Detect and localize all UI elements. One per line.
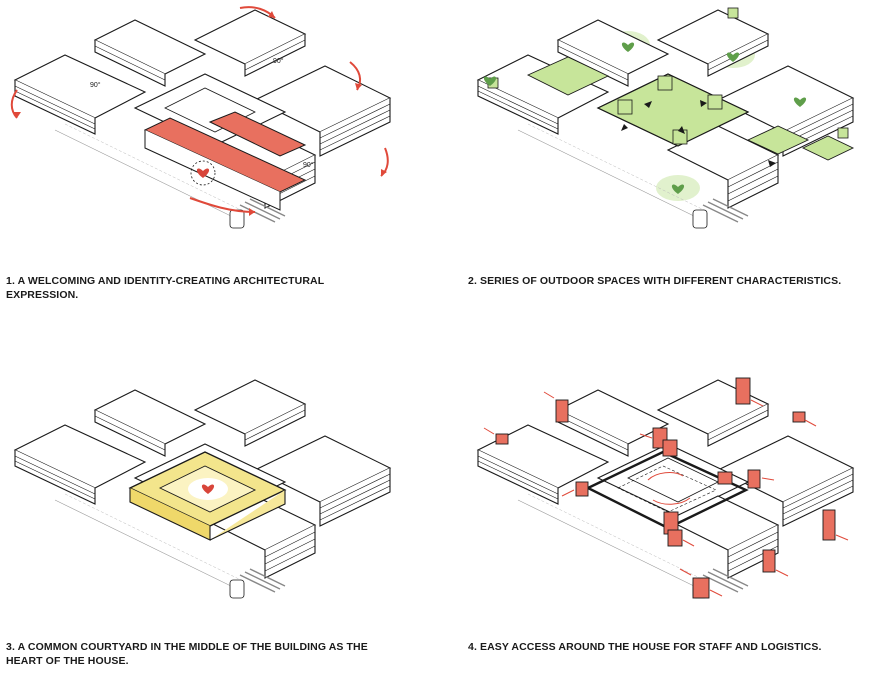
angle-label-90: 90°	[90, 81, 101, 89]
rotation-arrow-icon	[10, 6, 389, 213]
panel-3-caption: 3. A COMMON COURTYARD IN THE MIDDLE OF T…	[6, 641, 368, 667]
angle-label-90: 90°	[303, 161, 314, 169]
easy-access-diagram	[477, 377, 854, 599]
panel-2-caption: 2. SERIES OF OUTDOOR SPACES WITH DIFFERE…	[468, 275, 842, 287]
panel-4-caption: 4. EASY ACCESS AROUND THE HOUSE FOR STAF…	[468, 641, 822, 653]
diagram-panel-1: 90° 90° 90°	[5, 0, 425, 240]
rotation-arrow-icon	[647, 472, 691, 505]
panel-1-caption: 1. A WELCOMING AND IDENTITY-CREATING ARC…	[6, 275, 325, 301]
angle-label-90: 90°	[273, 57, 284, 65]
diagram-panel-2	[468, 0, 880, 240]
direction-arrow-icon	[621, 100, 776, 167]
direction-arrow-icon	[483, 391, 849, 597]
common-courtyard-diagram	[14, 379, 391, 599]
diagram-panel-3	[5, 370, 425, 610]
access-core	[495, 377, 836, 599]
outdoor-spaces-diagram	[477, 7, 855, 229]
diagram-panel-4	[468, 370, 880, 610]
welcoming-expression-diagram: 90° 90° 90°	[10, 6, 391, 229]
